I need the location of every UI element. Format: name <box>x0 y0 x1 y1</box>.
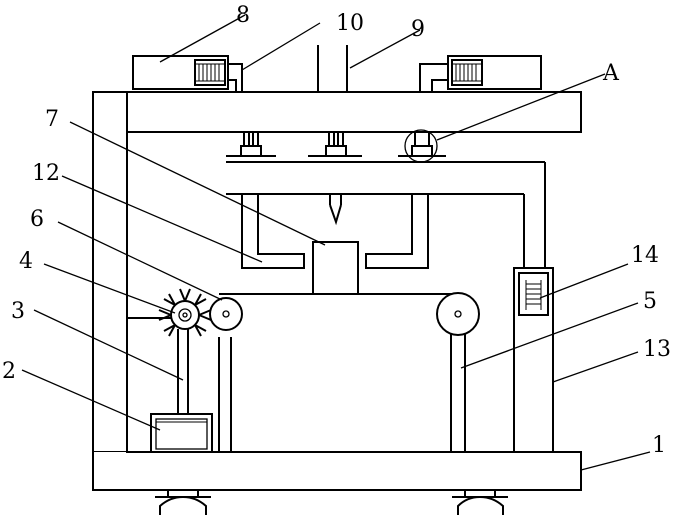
cutter-block <box>313 242 358 294</box>
foot-right <box>452 490 508 515</box>
foot-left <box>155 490 211 515</box>
lifting-plate <box>226 162 545 268</box>
label-9: 9 <box>411 17 425 42</box>
star-wheel <box>127 289 211 336</box>
screw-rod-left <box>226 132 276 156</box>
screw-rod-center <box>308 132 362 156</box>
work-table <box>219 294 465 452</box>
label-a: A <box>602 61 620 86</box>
label-8: 8 <box>236 3 250 28</box>
pulley-right <box>437 293 479 335</box>
motor-left <box>133 56 242 92</box>
motor-right <box>420 56 541 92</box>
label-3: 3 <box>11 299 25 324</box>
label-7: 7 <box>45 107 59 132</box>
left-column <box>93 92 127 490</box>
label-6: 6 <box>30 207 44 232</box>
screw-rod-right-detail-a <box>398 130 446 162</box>
label-2: 2 <box>2 359 16 384</box>
label-14: 14 <box>631 243 659 268</box>
top-shaft <box>318 45 347 92</box>
label-13: 13 <box>643 337 671 362</box>
label-10: 10 <box>336 11 364 36</box>
clamp-right <box>366 194 428 268</box>
base-plate <box>93 452 581 490</box>
label-12: 12 <box>32 161 60 186</box>
label-1: 1 <box>652 433 666 458</box>
pulley-left <box>210 298 242 330</box>
cutter <box>313 194 358 294</box>
motor-bottom <box>151 414 212 452</box>
label-5: 5 <box>643 289 657 314</box>
label-4: 4 <box>19 249 33 274</box>
